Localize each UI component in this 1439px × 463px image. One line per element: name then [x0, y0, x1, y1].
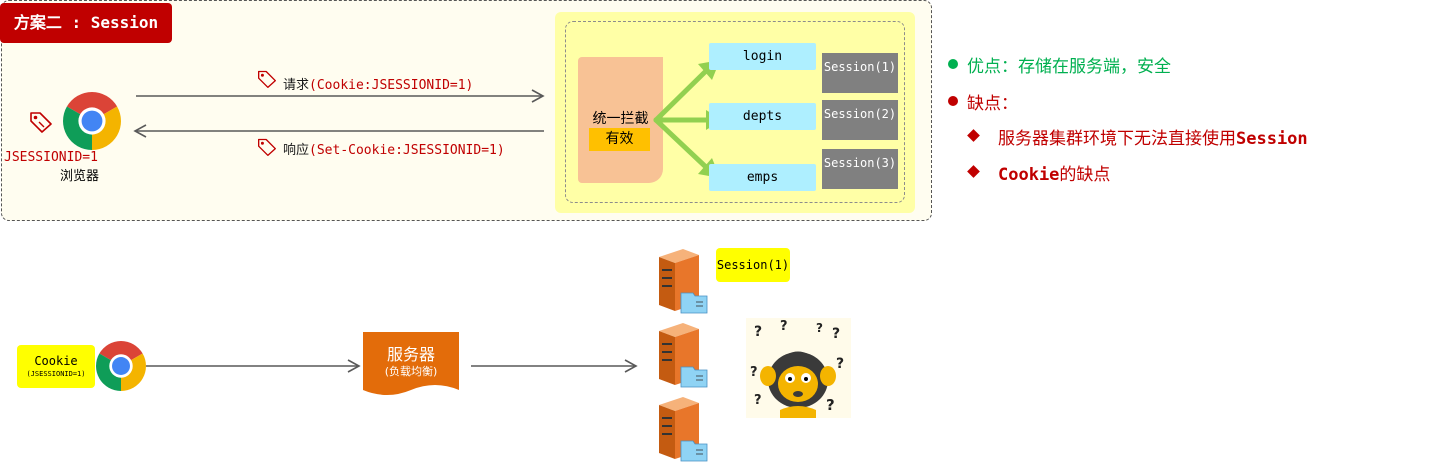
browser-cookie-label: JSESSIONID=1	[4, 150, 98, 165]
cons-item-keyword: Cookie	[998, 165, 1060, 185]
cookie-title: Cookie	[34, 354, 78, 368]
server-boundary	[565, 21, 905, 203]
cookie-box: Cookie (JSESSIONID=1)	[17, 345, 95, 388]
svg-text:?: ?	[750, 365, 758, 380]
cons-item-text: 的缺点	[1059, 165, 1111, 185]
endpoint-emps: emps	[709, 164, 816, 191]
svg-text:?: ?	[780, 319, 788, 334]
endpoint-depts: depts	[709, 103, 816, 130]
bottom-flow-arrows	[146, 359, 638, 373]
session-doc: Session(1)	[822, 53, 898, 93]
response-set-cookie-value: (Set-Cookie:JSESSIONID=1)	[309, 143, 505, 158]
request-prefix: 请求	[283, 78, 310, 93]
confused-monkey-icon: ?? ?? ?? ??	[746, 318, 851, 418]
cons-text: 缺点：	[967, 94, 1018, 114]
server-icon	[659, 249, 708, 314]
svg-text:?: ?	[826, 396, 835, 414]
svg-text:?: ?	[816, 321, 823, 335]
tag-icon	[30, 112, 52, 133]
chrome-browser-icon	[63, 92, 121, 150]
diamond-bullet-icon	[967, 129, 980, 142]
svg-text:?: ?	[754, 324, 762, 340]
endpoint-login: login	[709, 43, 816, 70]
cookie-value: (JSESSIONID=1)	[26, 370, 86, 378]
svg-text:?: ?	[754, 393, 762, 408]
cons-item: Cookie的缺点	[998, 160, 1110, 185]
request-response-arrows	[133, 89, 545, 138]
cons-item-text: 服务器集群环境下无法直接使用	[998, 129, 1236, 149]
response-prefix: 响应	[283, 143, 310, 158]
cons-item: 服务器集群环境下无法直接使用Session	[998, 124, 1308, 149]
response-label: 响应(Set-Cookie:JSESSIONID=1)	[283, 139, 505, 158]
request-cookie-value: (Cookie:JSESSIONID=1)	[309, 78, 474, 93]
diamond-bullet-icon	[967, 165, 980, 178]
session-doc: Session(2)	[822, 100, 898, 140]
session-doc: Session(3)	[822, 149, 898, 189]
tag-icon	[258, 138, 277, 156]
session-doc-label: Session(3)	[823, 156, 897, 170]
server-session-badge: Session(1)	[716, 248, 790, 282]
browser-label: 浏览器	[60, 169, 100, 184]
interceptor-label: 统一拦截	[592, 111, 649, 127]
request-label: 请求(Cookie:JSESSIONID=1)	[283, 74, 473, 93]
load-balancer-title: 服务器	[386, 345, 435, 364]
session-doc-label: Session(2)	[823, 107, 897, 121]
load-balancer-shape	[363, 332, 459, 395]
unified-interceptor	[578, 57, 663, 183]
server-icon	[659, 323, 708, 388]
tag-icon	[258, 70, 277, 89]
cons-item-keyword: Session	[1236, 129, 1308, 149]
server-icon	[659, 397, 708, 462]
cons-bullet-icon	[948, 96, 958, 106]
session-doc-label: Session(1)	[823, 60, 897, 74]
page-title: 方案二 : Session	[0, 3, 172, 43]
pros-text: 优点：存储在服务端，安全	[967, 57, 1171, 77]
svg-text:?: ?	[836, 356, 844, 372]
interceptor-status-badge: 有效	[589, 128, 650, 151]
load-balancer-subtitle: (负载均衡)	[384, 365, 438, 378]
pros-bullet-icon	[948, 59, 958, 69]
svg-text:?: ?	[832, 326, 840, 342]
chrome-browser-icon	[96, 341, 146, 391]
